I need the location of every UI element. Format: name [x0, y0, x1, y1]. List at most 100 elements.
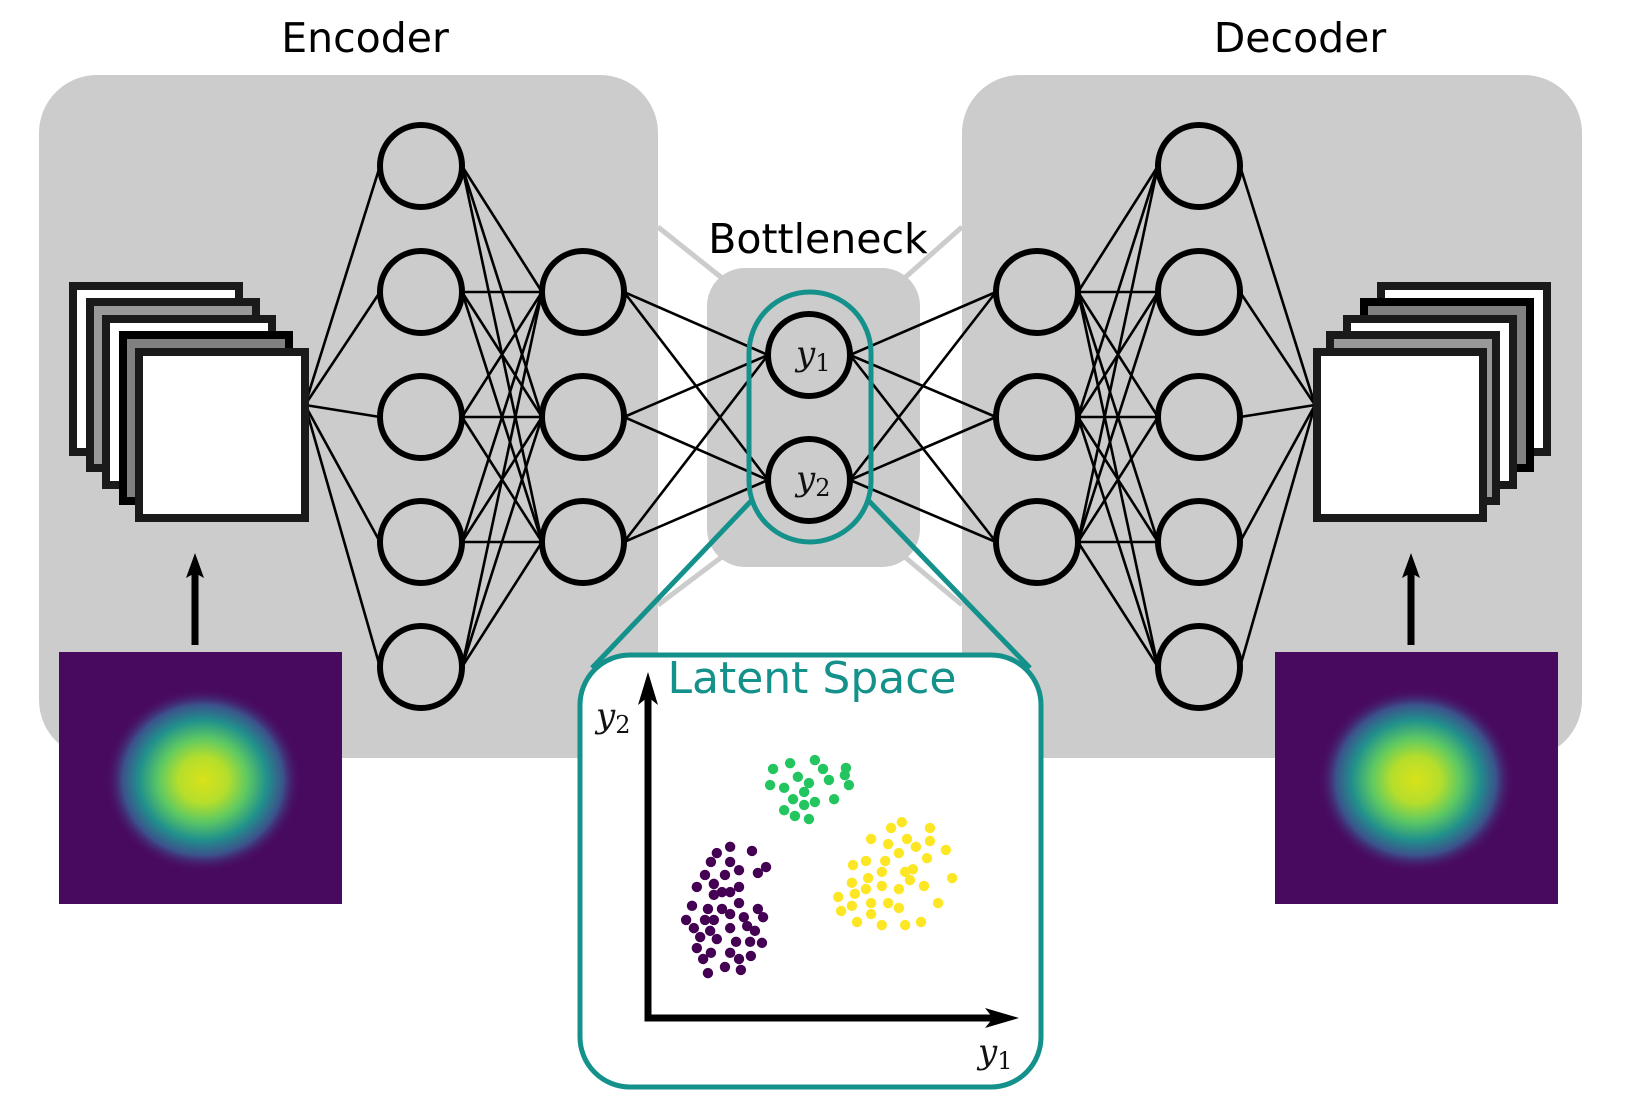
scatter-point	[680, 914, 692, 926]
edge	[1076, 541, 1160, 668]
scatter-point	[756, 937, 768, 949]
latent-axes	[638, 672, 1019, 1028]
scatter-point	[741, 920, 753, 932]
edge	[622, 354, 770, 543]
edge	[1238, 404, 1317, 668]
scatter-point	[832, 891, 844, 903]
input-arrow-icon	[186, 553, 204, 645]
scatter-point	[846, 877, 858, 889]
scatter-point	[702, 903, 714, 915]
scatter-point	[702, 967, 714, 979]
decoder-layer-1-neuron-3	[993, 498, 1081, 586]
scatter-point	[899, 866, 911, 878]
scatter-point	[699, 869, 711, 881]
edge	[1076, 416, 1160, 543]
scatter-point	[846, 900, 858, 912]
scatter-point	[847, 859, 859, 871]
scatter-point	[798, 786, 810, 798]
scatter-point	[946, 872, 958, 884]
scatter-point	[724, 856, 736, 868]
scatter-point	[691, 942, 703, 954]
edge	[623, 353, 769, 419]
encoder-layer-1-neuron-3	[377, 373, 465, 461]
cluster-purple	[680, 841, 772, 979]
scatter-point	[778, 804, 790, 816]
scatter-point	[865, 908, 877, 920]
input-frame-stack	[69, 282, 309, 522]
encoder-layer-1-neuron-5	[377, 623, 465, 711]
scatter-point	[879, 855, 891, 867]
cluster-green	[764, 754, 855, 825]
scatter-point	[757, 911, 769, 923]
scatter-point	[876, 866, 888, 878]
decoder-layer-2-neuron-5	[1155, 623, 1243, 711]
decoder-layer-2-neuron-2	[1155, 248, 1243, 336]
scatter-point	[705, 947, 717, 959]
latent-space-panel	[577, 652, 1044, 1090]
scatter-point	[716, 886, 728, 898]
encoder-layer-2-neuron-2	[539, 373, 627, 461]
scatter-point	[860, 855, 872, 867]
scatter-point	[882, 897, 894, 909]
edge	[460, 291, 544, 418]
latent-node-y2-label: y2	[794, 459, 831, 502]
bottleneck-neuron-2	[765, 436, 853, 524]
y-axis-arrow-icon	[638, 672, 658, 705]
edge	[1076, 165, 1160, 543]
latent-units-highlight	[746, 289, 874, 545]
decoder-panel	[962, 75, 1582, 758]
output-arrow-icon	[1402, 553, 1420, 645]
encoder-layer-2-neuron-1	[539, 248, 627, 336]
edge	[1076, 291, 1160, 543]
scatter-point	[823, 774, 835, 786]
scatter-point	[885, 822, 897, 834]
edge	[304, 403, 381, 419]
scatter-point	[694, 931, 706, 943]
scatter-point	[893, 883, 905, 895]
scatter-point	[767, 763, 779, 775]
scatter-point	[708, 878, 720, 890]
scatter-point	[835, 905, 847, 917]
latent-space-title: Latent Space	[667, 653, 956, 704]
encoder-layer-2-neuron-3	[539, 498, 627, 586]
edge	[1239, 403, 1316, 419]
scatter-point	[915, 916, 927, 928]
scatter-point	[798, 799, 810, 811]
edge	[1238, 165, 1317, 406]
frame-5	[135, 348, 309, 522]
edge	[303, 165, 382, 406]
scatter-point	[940, 844, 952, 856]
x-axis-arrow-icon	[985, 1008, 1019, 1028]
bottleneck-panel	[707, 268, 920, 567]
scatter-point	[803, 813, 815, 825]
scatter-point	[752, 903, 764, 915]
scatter-point	[865, 897, 877, 909]
edge	[849, 290, 997, 357]
scatter-point	[735, 964, 747, 976]
scatter-point	[738, 911, 750, 923]
decoder-layer-1-neuron-1	[993, 248, 1081, 336]
edge	[460, 416, 544, 668]
cluster-yellow	[832, 816, 958, 931]
scatter-point	[733, 953, 745, 965]
scatter-point	[691, 881, 703, 893]
scatter-point	[711, 933, 723, 945]
bottleneck-title: Bottleneck	[708, 215, 928, 263]
decoder-layer-1-neuron-2	[993, 373, 1081, 461]
latent-scatter	[680, 754, 958, 979]
scatter-point	[730, 936, 742, 948]
edge	[1076, 165, 1160, 418]
scatter-point	[724, 947, 736, 959]
scatter-point	[711, 847, 723, 859]
scatter-point	[849, 888, 861, 900]
scatter-point	[901, 833, 913, 845]
frame-5	[1313, 348, 1487, 522]
scatter-point	[910, 841, 922, 853]
network-edges	[303, 165, 1317, 668]
scatter-point	[744, 936, 756, 948]
scatter-point	[719, 961, 731, 973]
edge	[849, 478, 997, 544]
scatter-point	[746, 845, 758, 857]
scatter-point	[749, 925, 761, 937]
